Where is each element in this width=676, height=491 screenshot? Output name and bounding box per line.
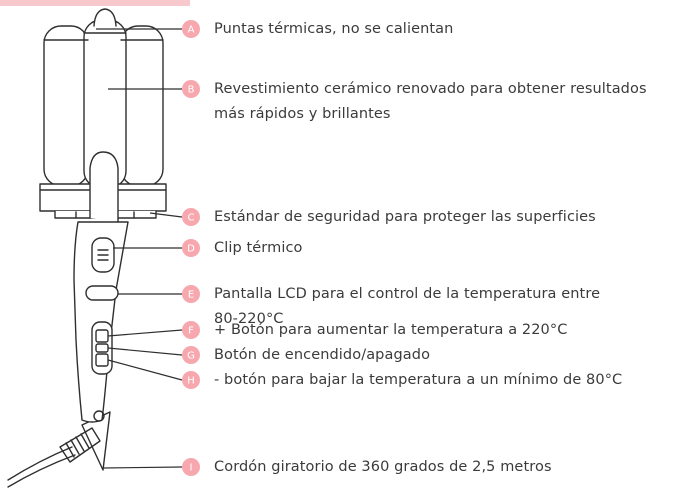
accent-bar [0, 0, 190, 6]
marker-letter: D [187, 244, 195, 255]
barrel-left [43, 25, 89, 187]
leader-line-c [149, 212, 183, 218]
callout-line: Botón de encendido/apagado [214, 346, 431, 363]
callout-line: Cordón giratorio de 360 grados de 2,5 me… [214, 458, 552, 475]
lcd-screen [85, 285, 119, 301]
marker-letter: F [188, 326, 194, 337]
power-button [95, 343, 109, 353]
callout-text-d: Clip térmico [214, 236, 303, 261]
clip-arm [89, 151, 119, 223]
leader-line-f [107, 329, 183, 337]
marker-letter: A [188, 25, 195, 36]
marker-letter: C [188, 213, 195, 224]
callout-text-f: + Botón para aumentar la temperatura a 2… [214, 318, 567, 343]
marker-letter: H [187, 376, 195, 387]
callout-text-g: Botón de encendido/apagado [214, 343, 430, 368]
marker-letter: G [187, 351, 195, 362]
barrel-tip [93, 8, 117, 27]
marker-letter: B [188, 85, 195, 96]
callout-text-a: Puntas térmicas, no se calientan [214, 17, 453, 42]
callout-line: más rápidos y brillantes [214, 105, 391, 122]
callout-line: 80-220°C [214, 310, 284, 327]
callout-line: Revestimiento cerámico renovado para obt… [214, 80, 647, 97]
leader-line-h [107, 359, 183, 381]
brand-logo [93, 410, 105, 422]
marker-c: C [182, 208, 200, 226]
callout-text-c: Estándar de seguridad para proteger las … [214, 205, 596, 230]
callout-text-b: Revestimiento cerámico renovado para obt… [214, 77, 647, 127]
callout-line: Estándar de seguridad para proteger las … [214, 208, 596, 225]
minus-button [95, 353, 109, 367]
callout-text-i: Cordón giratorio de 360 grados de 2,5 me… [214, 455, 552, 480]
callout-line: Puntas térmicas, no se calientan [214, 20, 454, 37]
callout-line: Clip térmico [214, 239, 303, 256]
leader-line-i [102, 466, 183, 469]
marker-e: E [182, 285, 200, 303]
callout-line: Pantalla LCD para el control de la tempe… [214, 285, 601, 302]
power-cord [7, 454, 76, 488]
callout-line: + Botón para aumentar la temperatura a 2… [214, 321, 568, 338]
marker-a: A [182, 20, 200, 38]
marker-letter: E [188, 290, 194, 301]
marker-f: F [182, 321, 200, 339]
marker-g: G [182, 346, 200, 364]
marker-letter: I [190, 463, 193, 474]
callout-text-h: - botón para bajar la temperatura a un m… [214, 368, 622, 393]
callout-text-e: Pantalla LCD para el control de la tempe… [214, 282, 600, 332]
barrel-right [120, 25, 164, 187]
leader-line-g [107, 347, 183, 356]
plus-button [95, 329, 109, 343]
marker-i: I [182, 458, 200, 476]
marker-d: D [182, 239, 200, 257]
marker-b: B [182, 80, 200, 98]
callout-line: - botón para bajar la temperatura a un m… [214, 371, 623, 388]
barrels [43, 8, 164, 189]
marker-h: H [182, 371, 200, 389]
